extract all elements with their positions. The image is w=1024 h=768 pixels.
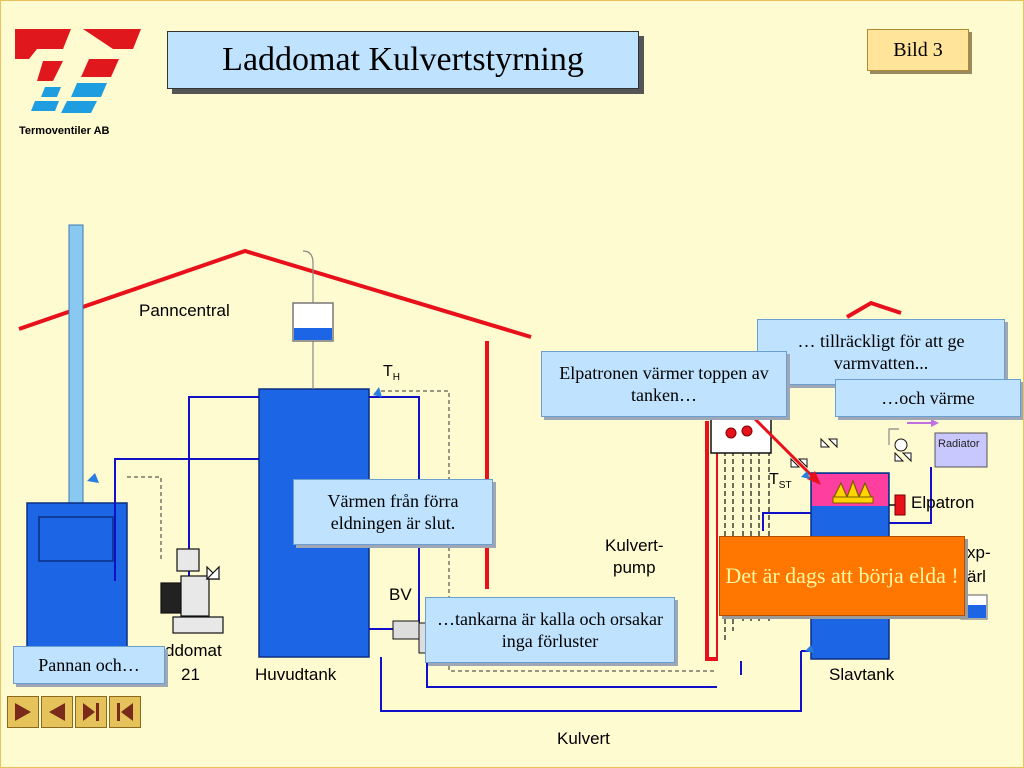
- chimney: [68, 224, 84, 504]
- laddomat-label-line2: 21: [181, 665, 200, 684]
- bv-label: BV: [389, 585, 412, 604]
- laddomat-label-line1: ddomat: [165, 641, 222, 660]
- slavtank-label: Slavtank: [829, 665, 895, 684]
- controller-box: [710, 416, 772, 454]
- callout-pannan: Pannan och…: [13, 646, 165, 684]
- slave-sensor-icon: [805, 645, 814, 653]
- slave-valves: [790, 437, 912, 469]
- main-expansion-vessel: [292, 250, 334, 389]
- arrow-right-bar-icon: [83, 703, 99, 721]
- callout-tankarna: …tankarna är kalla och orsakar inga förl…: [425, 597, 675, 663]
- alert-callout: Det är dags att börja elda !: [719, 536, 965, 616]
- exp-label-line2: ärl: [967, 567, 986, 586]
- kulvert-pump-label: Kulvert- pump: [605, 536, 664, 578]
- main-house-outline: [18, 248, 532, 589]
- callout-elpatronen: Elpatronen värmer toppen av tanken…: [541, 351, 787, 417]
- th-sub: H: [392, 372, 401, 384]
- exp-label-line1: xp-: [967, 543, 991, 562]
- th-label: TH: [383, 363, 400, 383]
- th-sensor-icon: [373, 387, 382, 397]
- nav-previous-button[interactable]: [41, 696, 73, 728]
- tst-sensor-icon: [801, 471, 810, 479]
- callout-och-varme: …och värme: [835, 379, 1021, 417]
- bv-valve: [392, 620, 428, 654]
- page-title: Laddomat Kulvertstyrning: [167, 31, 639, 89]
- radiator: [934, 432, 988, 468]
- termoventiler-logo: [15, 29, 141, 113]
- play-icon: [15, 703, 31, 721]
- boiler: [26, 502, 128, 654]
- callout-tillrackligt: … tillräckligt för att ge varmvatten...: [757, 319, 1005, 385]
- elpatron-label: Elpatron: [911, 493, 975, 512]
- tst-sub: ST: [778, 480, 792, 492]
- nav-next-button[interactable]: [75, 696, 107, 728]
- elpatron-heater: [894, 494, 906, 516]
- tst-label: TST: [769, 471, 792, 491]
- laddomat-unit: [160, 548, 224, 634]
- elpatron-arrow: [743, 407, 821, 485]
- nav-first-button[interactable]: [7, 696, 39, 728]
- company-name: Termoventiler AB: [19, 125, 110, 137]
- boiler-sensor-icon: [87, 473, 99, 483]
- slide-number-badge: Bild 3: [867, 29, 969, 71]
- panncentral-label: Panncentral: [139, 301, 230, 320]
- kulvert-label: Kulvert: [557, 729, 610, 748]
- huvudtank-label: Huvudtank: [255, 665, 337, 684]
- slave-house-outline: [705, 300, 902, 661]
- th-main: T: [383, 363, 393, 380]
- nav-last-button[interactable]: [109, 696, 141, 728]
- arrow-left-icon: [49, 703, 65, 721]
- main-pipes: [114, 396, 802, 712]
- radiator-label: Radiator: [938, 438, 980, 450]
- slave-expansion-vessel: [960, 594, 988, 620]
- tst-main: T: [769, 471, 779, 488]
- arrow-left-bar-icon: [117, 703, 133, 721]
- callout-varmen: Värmen från förra eldningen är slut.: [293, 479, 493, 545]
- vent-pipe: [888, 428, 899, 445]
